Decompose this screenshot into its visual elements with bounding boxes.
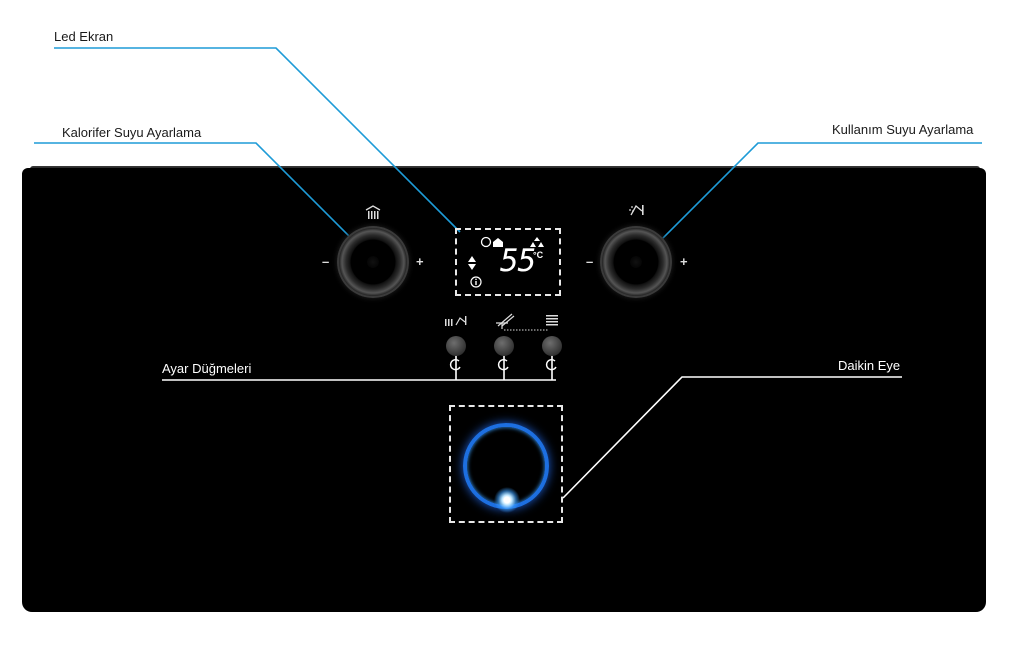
boiler-control-panel <box>22 168 986 612</box>
info-icon <box>470 276 482 288</box>
label-ayar-dugmeleri: Ayar Düğmeleri <box>162 361 252 376</box>
reset-icon <box>449 358 461 371</box>
heating-water-knob[interactable] <box>337 226 409 298</box>
radiator-shower-icon <box>445 316 467 326</box>
leader-line-led-ekran <box>54 47 461 233</box>
daikin-eye-glow <box>494 487 520 513</box>
dotted-connector <box>504 329 548 331</box>
label-kullanim-suyu: Kullanım Suyu Ayarlama <box>832 122 974 137</box>
domestic-plus: + <box>680 254 688 269</box>
display-status-icons <box>480 236 503 248</box>
heating-minus: – <box>322 254 330 269</box>
daikin-eye-frame <box>449 405 563 523</box>
leader-line-daikin-eye <box>562 376 902 499</box>
domestic-minus: – <box>586 254 594 269</box>
setting-button-3[interactable] <box>542 336 562 356</box>
label-daikin-eye: Daikin Eye <box>838 358 901 373</box>
heating-plus: + <box>416 254 424 269</box>
leader-line-kullanim <box>641 142 982 260</box>
reset-icon <box>497 358 509 371</box>
setting-button-2[interactable] <box>494 336 514 356</box>
display-unit: °C <box>533 250 544 260</box>
flame-icon <box>530 237 544 247</box>
led-display <box>455 228 561 296</box>
arrow-up-down-icon <box>468 256 476 270</box>
reset-icon <box>545 358 557 371</box>
domestic-water-knob[interactable] <box>600 226 672 298</box>
menu-list-icon <box>546 315 558 326</box>
display-temperature: 55 <box>500 243 536 279</box>
setting-button-1[interactable] <box>446 336 466 356</box>
label-led-ekran: Led Ekran <box>54 29 114 44</box>
shower-icon <box>629 204 644 216</box>
radiator-icon <box>365 205 381 219</box>
eco-mode-icon <box>496 313 515 329</box>
label-kalorifer-suyu: Kalorifer Suyu Ayarlama <box>62 125 202 140</box>
leader-line-kalorifer <box>34 142 373 260</box>
